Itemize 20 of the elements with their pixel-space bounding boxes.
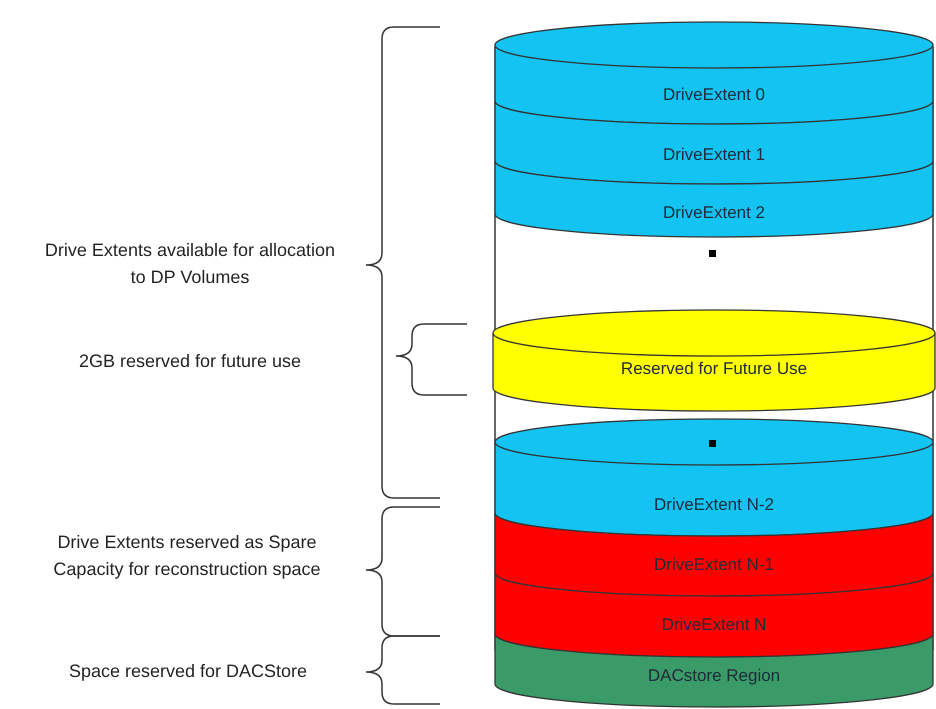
annotation-text: Drive Extents reserved as Spare Capacity for reconstruction space [52, 531, 322, 581]
disk-segment [495, 101, 933, 184]
segment-label: DriveExtent N [662, 615, 766, 635]
disk-segment [495, 419, 933, 536]
segment-label: DriveExtent N-1 [654, 555, 774, 575]
annotation-text: 2GB reserved for future use [78, 350, 302, 373]
annotation-text: Drive Extents available for allocation to DP Volumes [44, 239, 336, 289]
disk-segment [495, 513, 933, 596]
disk-segment [495, 634, 933, 707]
segment-label: DriveExtent 1 [662, 145, 766, 165]
segment-label: Reserved for Future Use [620, 359, 808, 379]
disk-segment [495, 22, 933, 124]
segment-label: DriveExtent 2 [662, 203, 766, 223]
segment-label: DACstore Region [648, 666, 780, 686]
segment-label: DriveExtent 0 [662, 85, 766, 105]
disk-segment [495, 573, 933, 657]
segment-label: DriveExtent N-2 [654, 495, 774, 515]
disk-segment [493, 310, 935, 411]
disk-segment [495, 161, 933, 237]
annotation-text: Space reserved for DACStore [68, 660, 308, 683]
